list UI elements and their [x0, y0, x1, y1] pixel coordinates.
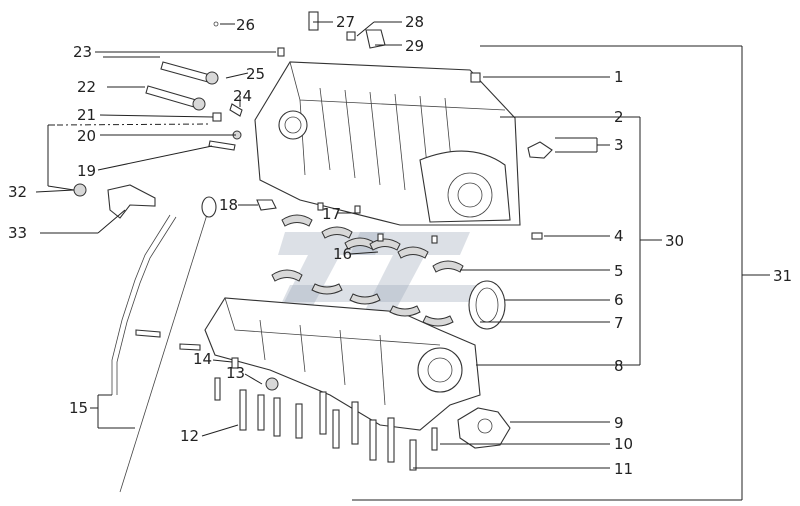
- callout-2: 2: [614, 108, 624, 126]
- callout-5: 5: [614, 262, 624, 280]
- callout-14: 14: [193, 350, 212, 368]
- callout-17: 17: [322, 205, 341, 223]
- callout-9: 9: [614, 414, 624, 432]
- callout-7: 7: [614, 314, 624, 332]
- callout-3: 3: [614, 136, 624, 154]
- sensor-part: [457, 407, 511, 449]
- callout-23: 23: [73, 43, 92, 61]
- callout-13: 13: [226, 364, 245, 382]
- callout-15: 15: [69, 399, 88, 417]
- callout-30: 30: [665, 232, 684, 250]
- callout-18: 18: [219, 196, 238, 214]
- callout-28: 28: [405, 13, 424, 31]
- lower-crankcase: [204, 297, 481, 431]
- side-bolts: [145, 47, 285, 151]
- misc-fittings: [135, 11, 553, 391]
- callout-12: 12: [180, 427, 199, 445]
- callout-6: 6: [614, 291, 624, 309]
- callout-26: 26: [236, 16, 255, 34]
- callout-4: 4: [614, 227, 624, 245]
- callout-16: 16: [333, 245, 352, 263]
- callout-20: 20: [77, 127, 96, 145]
- callout-32: 32: [8, 183, 27, 201]
- callout-33: 33: [8, 224, 27, 242]
- dipstick-assembly: [111, 196, 217, 493]
- cylinder-block: [254, 61, 521, 226]
- callout-1: 1: [614, 68, 624, 86]
- callout-25: 25: [246, 65, 265, 83]
- main-bearing-bolts: [214, 377, 438, 471]
- callout-22: 22: [77, 78, 96, 96]
- callout-24: 24: [233, 87, 252, 105]
- callout-10: 10: [614, 435, 633, 453]
- leader-lines: [35, 21, 770, 501]
- callout-29: 29: [405, 37, 424, 55]
- dowel-pins: [317, 72, 481, 244]
- callout-11: 11: [614, 460, 633, 478]
- callout-27: 27: [336, 13, 355, 31]
- thermostat-housing: [73, 183, 156, 219]
- callout-31: 31: [773, 267, 792, 285]
- bearing-shells: [271, 214, 464, 327]
- callout-19: 19: [77, 162, 96, 180]
- callout-8: 8: [614, 357, 624, 375]
- callout-labels: 1 2 3 4 5 6 7 8 9 10 11 12 13 14 15 16 1…: [8, 13, 792, 478]
- callout-21: 21: [77, 106, 96, 124]
